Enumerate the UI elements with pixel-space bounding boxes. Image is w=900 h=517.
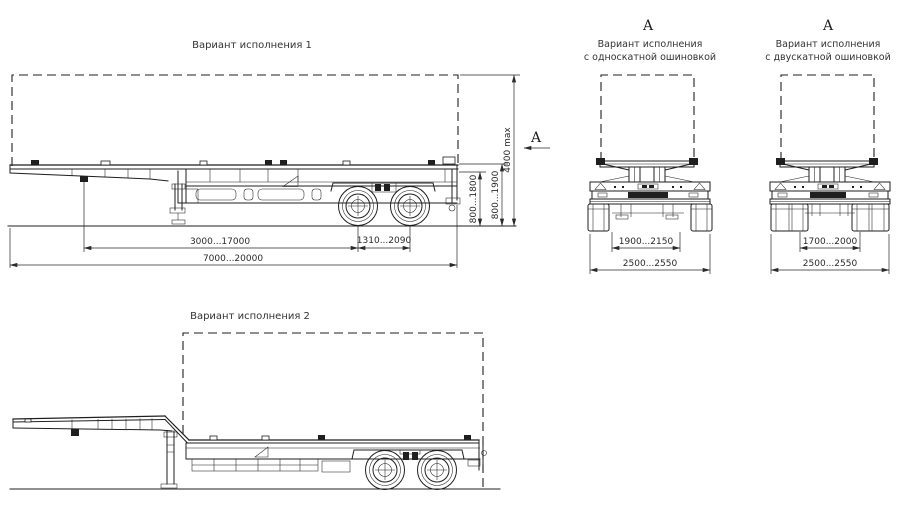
rear-dual-load-envelope xyxy=(780,74,875,161)
dim-kingpin-to-bogie: 3000...17000 xyxy=(190,237,250,247)
dim-track-single: 1900...2150 xyxy=(619,237,674,247)
rear-dual-caption-1: Вариант исполнения xyxy=(776,39,881,50)
variant1-dimensions: 3000...17000 1310...2090 7000...20000 80… xyxy=(9,74,520,268)
kingpin xyxy=(80,176,88,182)
rear-dual-wheels xyxy=(770,203,890,232)
dim-overall-length: 7000...20000 xyxy=(203,254,263,264)
suspension xyxy=(371,182,397,193)
rear-view-single-tires: А Вариант исполнения с односкатной ошино… xyxy=(584,18,716,274)
rear-end xyxy=(445,164,461,212)
wheel-chock xyxy=(282,175,299,187)
rear-end-v2 xyxy=(467,439,487,471)
wheels-side-view xyxy=(338,186,430,226)
dim-overall-width-single: 2500...2550 xyxy=(623,259,678,269)
wheels-side-view-v2 xyxy=(365,450,457,490)
dim-overall-width-dual: 2500...2550 xyxy=(803,259,858,269)
rear-single-dimensions: 1900...2150 2500...2550 xyxy=(589,232,711,274)
variant1-title: Вариант исполнения 1 xyxy=(192,40,312,51)
rear-single-load-envelope xyxy=(600,74,695,161)
rear-single-section-label: А xyxy=(643,18,654,34)
deck-twist-locks-v2 xyxy=(24,418,471,441)
deck-twist-locks xyxy=(31,156,456,166)
dim-axle-spacing: 1310...2090 xyxy=(357,236,412,246)
dim-height-rear-frame: 800...1800 xyxy=(469,174,479,223)
section-a-label: А xyxy=(531,130,542,146)
variant2-load-envelope xyxy=(182,332,484,487)
rear-single-caption-2: с односкатной ошиновкой xyxy=(584,52,716,63)
kingpin-v2 xyxy=(71,429,79,436)
rear-dual-dimensions: 1700...2000 2500...2550 xyxy=(770,232,890,274)
rear-single-caption-1: Вариант исполнения xyxy=(598,39,703,50)
variant2-side-view: Вариант исполнения 2 xyxy=(9,311,501,490)
variant1-side-view: Вариант исполнения 1 xyxy=(7,40,550,268)
variant1-load-envelope xyxy=(11,74,459,168)
dim-max-height: 4000 max xyxy=(503,127,513,173)
section-indicator: А xyxy=(523,130,550,151)
wheel-chock-v2 xyxy=(254,446,269,458)
landing-gear xyxy=(169,183,186,225)
suspension-v2 xyxy=(399,449,421,460)
dim-track-dual: 1700...2000 xyxy=(803,237,858,247)
rear-dual-caption-2: с двускатной ошиновкой xyxy=(765,52,891,63)
rear-view-dual-tires: А Вариант исполнения с двускатной ошинов… xyxy=(765,18,891,274)
rear-single-wheels xyxy=(587,203,713,232)
dim-height-deck: 800...1900 xyxy=(491,170,501,219)
rear-dual-section-label: А xyxy=(823,18,834,34)
variant2-title: Вариант исполнения 2 xyxy=(190,311,310,322)
landing-gear-v2 xyxy=(160,430,178,489)
